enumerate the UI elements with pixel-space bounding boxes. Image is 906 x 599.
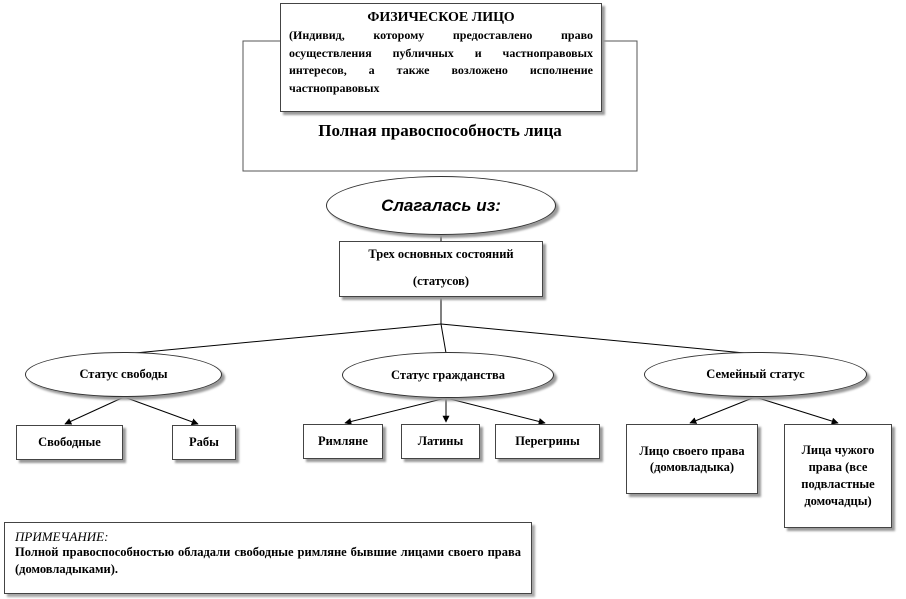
- leaf-peregrines-box: Перегрины: [495, 424, 600, 459]
- arrow-to-peregrines: [445, 397, 546, 425]
- basic-statuses-box: Трех основных состояний (статусов): [339, 241, 543, 297]
- arrow-to-own-right: [689, 396, 756, 424]
- leaf-slaves-label: Рабы: [189, 435, 219, 449]
- leaf-alien-right-box: Лица чужого права (все подвластные домоч…: [784, 424, 892, 528]
- consisted-of-label: Слагалась из:: [381, 195, 501, 215]
- arrow-to-free: [64, 396, 125, 425]
- basic-statuses-line1: Трех основных состояний: [368, 247, 514, 261]
- arrow-to-alien-right: [754, 396, 839, 425]
- note-heading: ПРИМЕЧАНИЕ:: [15, 529, 109, 544]
- full-capacity-label: Полная правоспособность лица: [318, 121, 562, 140]
- status-citizenship-label: Статус гражданства: [390, 367, 505, 382]
- basic-statuses-line2: (статусов): [412, 274, 470, 288]
- leaf-latins-label: Латины: [417, 434, 464, 448]
- leaf-latins-box: Латины: [401, 424, 480, 459]
- leaf-free-label: Свободные: [38, 435, 101, 449]
- consisted-of-oval: Слагалась из:: [326, 176, 556, 235]
- status-family-label: Семейный статус: [706, 367, 805, 381]
- line-branch-right: [440, 323, 756, 355]
- natural-person-definition: (Индивид, которому предоставлено право о…: [289, 28, 593, 95]
- leaf-own-right-box: Лицо своего права (домовладыка): [626, 424, 758, 494]
- arrow-to-romans: [344, 397, 447, 425]
- note-box: ПРИМЕЧАНИЕ: Полной правоспособностью обл…: [4, 522, 532, 594]
- status-family-oval: Семейный статус: [644, 352, 867, 397]
- status-freedom-label: Статус свободы: [79, 367, 168, 381]
- leaf-romans-box: Римляне: [303, 424, 383, 459]
- leaf-alien-right-label: Лица чужого права (все подвластные домоч…: [801, 443, 875, 508]
- line-branch-left: [124, 323, 442, 355]
- arrow-to-slaves: [123, 396, 199, 426]
- leaf-romans-label: Римляне: [318, 434, 368, 448]
- leaf-own-right-label: Лицо своего права (домовладыка): [639, 444, 745, 474]
- leaf-slaves-box: Рабы: [172, 425, 236, 460]
- note-text: Полной правоспособностью обладали свобод…: [15, 545, 521, 576]
- status-citizenship-oval: Статус гражданства: [342, 352, 554, 398]
- leaf-peregrines-label: Перегрины: [515, 434, 580, 448]
- line-branch-middle: [440, 323, 447, 354]
- natural-person-title: ФИЗИЧЕСКОЕ ЛИЦО: [367, 10, 515, 25]
- status-freedom-oval: Статус свободы: [25, 352, 222, 397]
- leaf-free-box: Свободные: [16, 425, 123, 460]
- natural-person-box: ФИЗИЧЕСКОЕ ЛИЦО (Индивид, которому предо…: [280, 3, 602, 112]
